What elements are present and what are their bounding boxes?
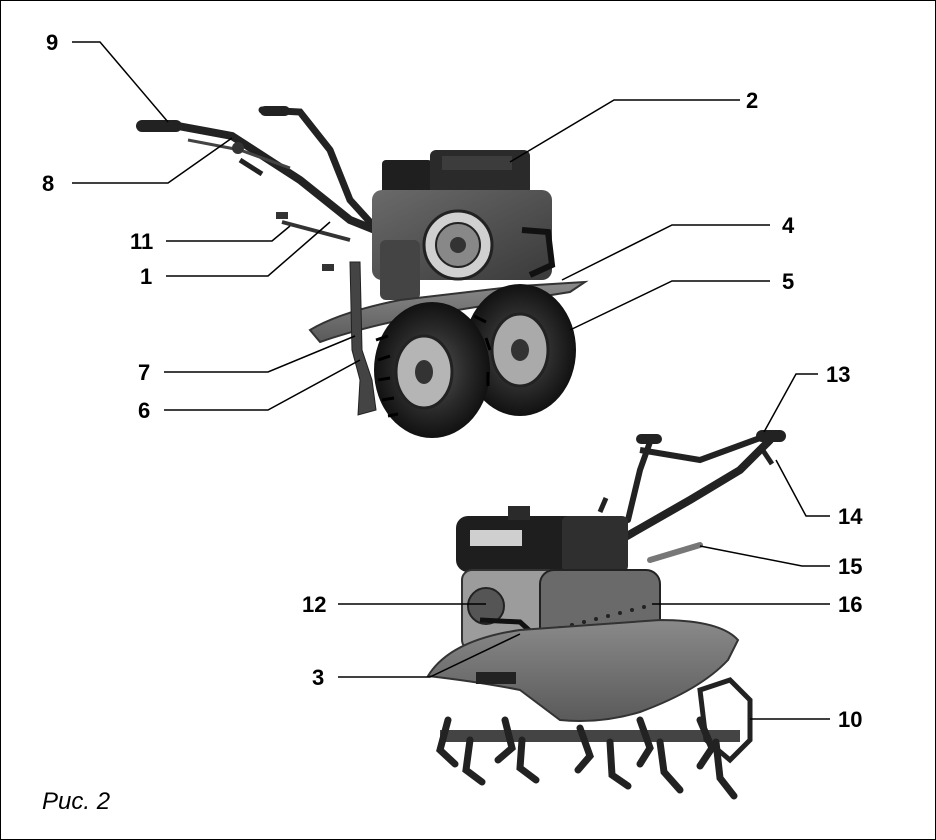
transmission: [380, 240, 420, 300]
gear-knob-2: [322, 264, 334, 271]
right-grip: [260, 106, 290, 116]
callout-12: 12: [302, 592, 327, 617]
callout-4: 4: [782, 213, 795, 238]
outer-disc: [697, 677, 753, 764]
leader-2: [509, 99, 740, 163]
callout-14: 14: [838, 504, 863, 529]
tine-shaft: [440, 730, 740, 742]
callout-6: 6: [138, 398, 151, 423]
callout-9: 9: [46, 30, 59, 55]
muffler-guard: [521, 227, 556, 278]
callout-2: 2: [746, 88, 759, 113]
left-grip: [136, 120, 182, 132]
motoblock-illustration: [136, 106, 589, 438]
throttle-lever: [238, 157, 264, 177]
callout-11: 11: [130, 229, 154, 254]
callout-8: 8: [42, 171, 55, 196]
leader-lines: [72, 41, 830, 720]
leader-7: [164, 335, 356, 373]
callout-10: 10: [838, 707, 863, 732]
leader-13: [763, 373, 818, 433]
leader-14: [775, 459, 830, 517]
coulter: [349, 261, 377, 416]
callout-13: 13: [826, 362, 851, 387]
callout-15: 15: [838, 554, 863, 579]
leader-5: [569, 280, 770, 331]
leader-11: [166, 225, 291, 242]
callout-5: 5: [782, 269, 795, 294]
leader-6: [164, 359, 361, 411]
leader-9: [72, 41, 169, 123]
figure-caption: Рис. 2: [42, 788, 111, 815]
callout-7: 7: [138, 360, 151, 385]
leader-4: [561, 224, 770, 281]
leader-15: [699, 545, 830, 567]
callout-1: 1: [140, 264, 153, 289]
handlebar-left-arm: [174, 122, 384, 236]
leader-3: [338, 633, 521, 678]
leader-1: [166, 221, 331, 277]
clutch-lever: [232, 142, 244, 154]
gear-knob: [276, 212, 288, 219]
leader-8: [72, 137, 233, 184]
tiller-fender: [426, 618, 740, 722]
tiller-illustration: [426, 430, 786, 800]
callout-3: 3: [312, 665, 325, 690]
tines: [436, 716, 738, 800]
callout-16: 16: [838, 592, 863, 617]
